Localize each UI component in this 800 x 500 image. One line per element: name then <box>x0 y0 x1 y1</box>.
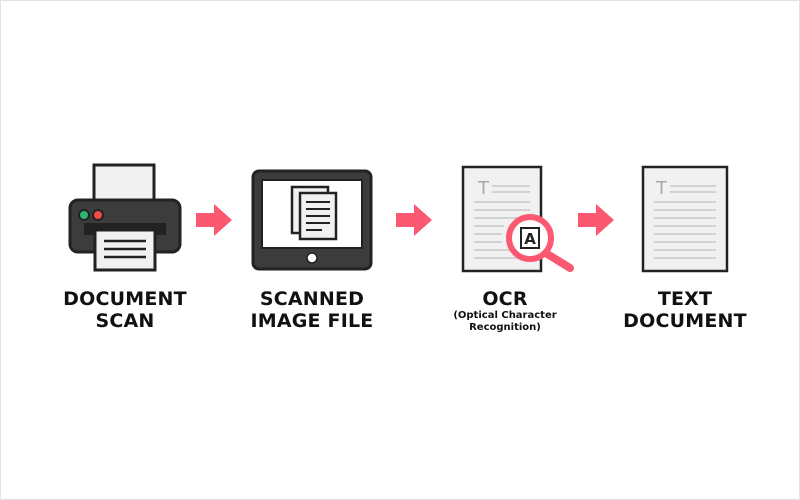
step-label-text-document: TEXT DOCUMENT <box>600 288 770 332</box>
text-document-icon: T <box>641 165 729 273</box>
tablet-document-icon <box>251 169 373 271</box>
step-label-scanned-image-file: SCANNED IMAGE FILE <box>222 288 402 332</box>
label-line: IMAGE FILE <box>250 310 374 332</box>
ocr-subtitle-line: (Optical Character <box>453 310 557 321</box>
label-line: TEXT <box>657 288 713 310</box>
label-line: OCR <box>482 288 528 310</box>
label-line: DOCUMENT <box>63 288 187 310</box>
magnified-glyph: A <box>524 230 536 248</box>
label-line: SCANNED <box>259 288 365 310</box>
step-label-document-scan: DOCUMENT SCAN <box>40 288 210 332</box>
label-line: DOCUMENT <box>623 310 747 332</box>
printer-icon <box>68 163 182 272</box>
arrow-right-icon <box>578 204 614 236</box>
step-label-ocr: OCR (Optical Character Recognition) <box>420 288 590 334</box>
page-glyph: T <box>655 178 668 199</box>
arrow-right-icon <box>196 204 232 236</box>
label-line: SCAN <box>95 310 155 332</box>
arrow-right-icon <box>396 204 432 236</box>
page-glyph: T <box>477 178 490 199</box>
magnifier-document-icon: T A <box>461 165 574 273</box>
ocr-subtitle-line: Recognition) <box>469 322 541 333</box>
